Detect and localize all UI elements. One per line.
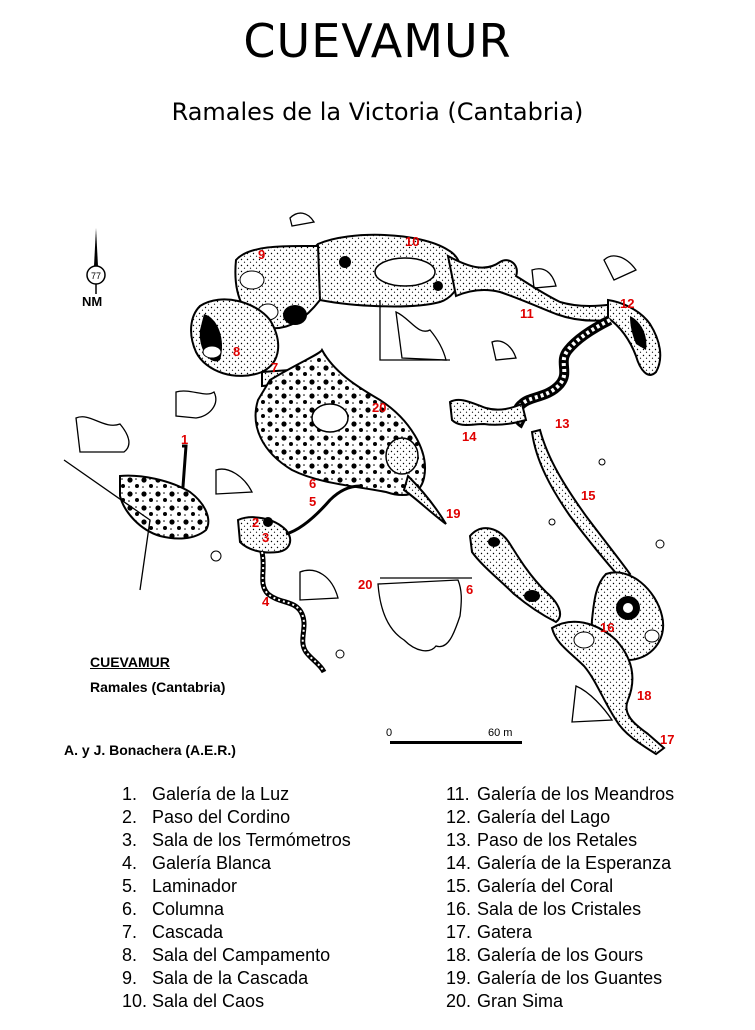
list-item: 18.Galería de los Gours bbox=[446, 945, 644, 965]
svg-text:77: 77 bbox=[91, 271, 101, 281]
list-item: 11.Galería de los Meandros bbox=[446, 784, 675, 804]
map-label-18: 18 bbox=[637, 688, 651, 703]
map-label-6: 6 bbox=[309, 476, 316, 491]
map-label-3: 3 bbox=[262, 530, 269, 545]
map-label-8: 8 bbox=[233, 344, 240, 359]
north-label: NM bbox=[82, 294, 103, 309]
page-title: CUEVAMUR bbox=[243, 14, 512, 68]
list-item: 5.Laminador bbox=[122, 876, 238, 896]
list-item: 13.Paso de los Retales bbox=[446, 830, 638, 850]
galeria-del-coral bbox=[530, 428, 632, 582]
list-item: 14.Galería de la Esperanza bbox=[446, 853, 672, 873]
map-label-13: 13 bbox=[555, 416, 569, 431]
map-label-9: 9 bbox=[258, 247, 265, 262]
north-arrow-icon: 77 bbox=[86, 228, 106, 294]
map-label-4: 4 bbox=[262, 594, 270, 609]
list-item: 4.Galería Blanca bbox=[122, 853, 272, 873]
cross-section-sketches bbox=[63, 212, 637, 723]
list-item: 8.Sala del Campamento bbox=[122, 945, 331, 965]
list-item: 3.Sala de los Termómetros bbox=[122, 830, 351, 850]
legend-list-right: 11.Galería de los Meandros 12.Galería de… bbox=[446, 783, 674, 1013]
map-label-20: 20 bbox=[372, 400, 386, 415]
list-item: 6.Columna bbox=[122, 899, 225, 919]
list-item: 17.Gatera bbox=[446, 922, 533, 942]
map-label-20-section: 20 bbox=[358, 577, 372, 592]
map-label-14: 14 bbox=[462, 429, 477, 444]
galeria-de-los-guantes-tail bbox=[402, 474, 447, 525]
map-label-12: 12 bbox=[620, 296, 634, 311]
list-item: 12.Galería del Lago bbox=[446, 807, 611, 827]
list-item: 2.Paso del Cordino bbox=[122, 807, 291, 827]
list-item: 16.Sala de los Cristales bbox=[446, 899, 642, 919]
scale-bar bbox=[390, 741, 522, 744]
map-label-11: 11 bbox=[520, 306, 534, 321]
map-label-19: 19 bbox=[446, 506, 460, 521]
map-label-10: 10 bbox=[405, 234, 419, 249]
map-caption-place: Ramales (Cantabria) bbox=[90, 679, 226, 695]
map-label-5: 5 bbox=[309, 494, 316, 509]
map-authors: A. y J. Bonachera (A.E.R.) bbox=[64, 742, 236, 758]
scale-start: 0 bbox=[386, 727, 393, 739]
map-label-6-section: 6 bbox=[466, 582, 473, 597]
sala-de-los-termometros bbox=[236, 516, 292, 554]
page-subtitle: Ramales de la Victoria (Cantabria) bbox=[171, 98, 584, 126]
legend-list-left: 1.Galería de la Luz 2.Paso del Cordino 3… bbox=[122, 783, 351, 1013]
map-label-15: 15 bbox=[581, 488, 595, 503]
map-label-2: 2 bbox=[252, 515, 259, 530]
galeria-de-la-esperanza bbox=[448, 398, 528, 426]
list-item: 15.Galería del Coral bbox=[446, 876, 614, 896]
map-label-7: 7 bbox=[271, 360, 278, 375]
list-item: 20.Gran Sima bbox=[446, 991, 564, 1011]
list-item: 10.Sala del Caos bbox=[122, 991, 265, 1011]
list-item: 1.Galería de la Luz bbox=[122, 784, 290, 804]
map-label-17: 17 bbox=[660, 732, 674, 747]
map-caption-name: CUEVAMUR bbox=[90, 654, 170, 670]
list-item: 7.Cascada bbox=[122, 922, 224, 942]
galeria-blanca bbox=[259, 551, 327, 674]
list-item: 9.Sala de la Cascada bbox=[122, 968, 309, 988]
map-label-1: 1 bbox=[181, 432, 188, 447]
map-label-16: 16 bbox=[600, 620, 614, 635]
entrance-area bbox=[119, 474, 210, 540]
scale-end: 60 m bbox=[488, 727, 513, 739]
list-item: 19.Galería de los Guantes bbox=[446, 968, 663, 988]
